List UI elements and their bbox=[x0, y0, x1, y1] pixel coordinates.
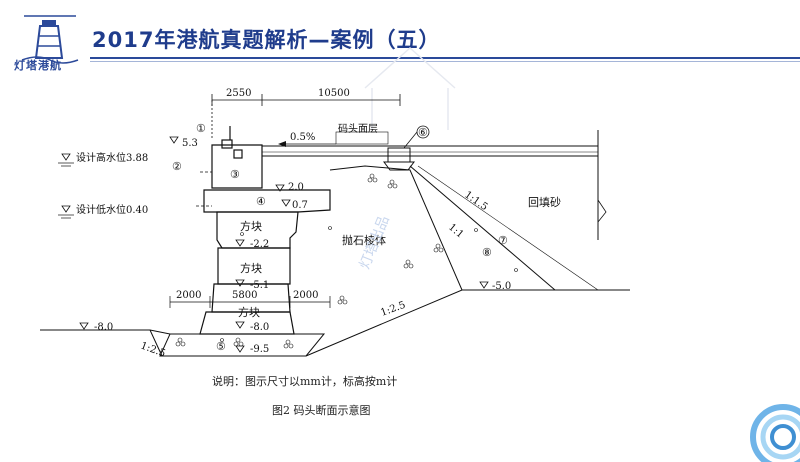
lighthouse-logo-icon bbox=[21, 15, 79, 64]
surface-label: 码头面层 bbox=[338, 123, 378, 135]
slope-1-1: 1:1 bbox=[446, 222, 465, 241]
dim-base-left: 2000 bbox=[176, 290, 201, 301]
marker-6: ⑥ bbox=[418, 126, 428, 139]
dim-base-mid: 5800 bbox=[232, 290, 257, 301]
top-dimension-lines bbox=[211, 94, 401, 140]
slide-title: 2017年港航真题解析—案例（五） bbox=[92, 28, 441, 52]
dim-10500: 10500 bbox=[318, 88, 350, 99]
bottom-dimension-lines bbox=[169, 296, 331, 308]
slope-1-2-5-left: 1:2.5 bbox=[139, 340, 167, 359]
rubble-symbols bbox=[175, 173, 518, 349]
design-low-water: 设计低水位0.40 bbox=[76, 203, 148, 216]
elev-top: 5.3 bbox=[182, 138, 198, 149]
marker-3: ③ bbox=[230, 168, 240, 181]
elev-0-7: 0.7 bbox=[292, 200, 308, 211]
elev-m8-0-left: -8.0 bbox=[94, 322, 113, 333]
marker-4: ④ bbox=[256, 195, 266, 208]
design-high-water: 设计高水位3.88 bbox=[76, 151, 148, 164]
water-lines bbox=[196, 171, 212, 207]
elev-m9-5: -9.5 bbox=[250, 344, 269, 355]
marker-2: ② bbox=[172, 160, 182, 173]
elev-2-0: 2.0 bbox=[288, 182, 304, 193]
elev-m5-0: -5.0 bbox=[492, 281, 511, 292]
elev-m8-0-block: -8.0 bbox=[250, 322, 269, 333]
marker-8: ⑧ bbox=[482, 246, 492, 259]
logo-text: 灯塔港航 bbox=[14, 59, 62, 72]
title-divider-thin bbox=[90, 61, 800, 62]
elev-m2-2: -2.2 bbox=[250, 239, 269, 250]
slope-1-1-5: 1:1.5 bbox=[462, 189, 489, 213]
slope-1-2-5-right: 1:2.5 bbox=[379, 300, 407, 319]
rubble-prism-label: 抛石棱体 bbox=[342, 233, 386, 247]
diagram-caption: 图2 码头断面示意图 bbox=[272, 404, 371, 417]
block-label-3: 方块 bbox=[238, 305, 260, 319]
marker-7: ⑦ bbox=[498, 234, 508, 247]
slope-label: 0.5% bbox=[290, 132, 315, 143]
elevation-markers bbox=[61, 136, 489, 353]
decorative-swirl-icon bbox=[750, 404, 800, 462]
callout-markers: ① ② ③ ④ ⑤ ⑥ ⑦ ⑧ bbox=[172, 122, 508, 353]
wharf-superstructure bbox=[159, 126, 331, 357]
backfill-sand-label: 回填砂 bbox=[528, 195, 561, 209]
watermark-house-icon bbox=[364, 46, 456, 130]
wharf-cross-section-diagram: 2550 10500 0.5% 码头面层 bbox=[40, 46, 630, 360]
deck-surface bbox=[262, 130, 599, 240]
title-divider bbox=[90, 57, 800, 59]
crane-beam bbox=[383, 147, 415, 171]
elev-m5-1: -5.1 bbox=[250, 280, 269, 291]
dim-2550: 2550 bbox=[226, 88, 251, 99]
block-label-2: 方块 bbox=[240, 261, 262, 275]
slope-arrow bbox=[278, 141, 336, 147]
block-label-1: 方块 bbox=[240, 219, 262, 233]
marker-1: ① bbox=[196, 122, 206, 135]
diagram-note: 说明：图示尺寸以mm计，标高按m计 bbox=[212, 375, 398, 388]
seabed-profile bbox=[40, 165, 630, 357]
marker-5: ⑤ bbox=[216, 340, 226, 353]
water-level-ticks bbox=[58, 162, 74, 219]
dim-base-right: 2000 bbox=[293, 290, 318, 301]
